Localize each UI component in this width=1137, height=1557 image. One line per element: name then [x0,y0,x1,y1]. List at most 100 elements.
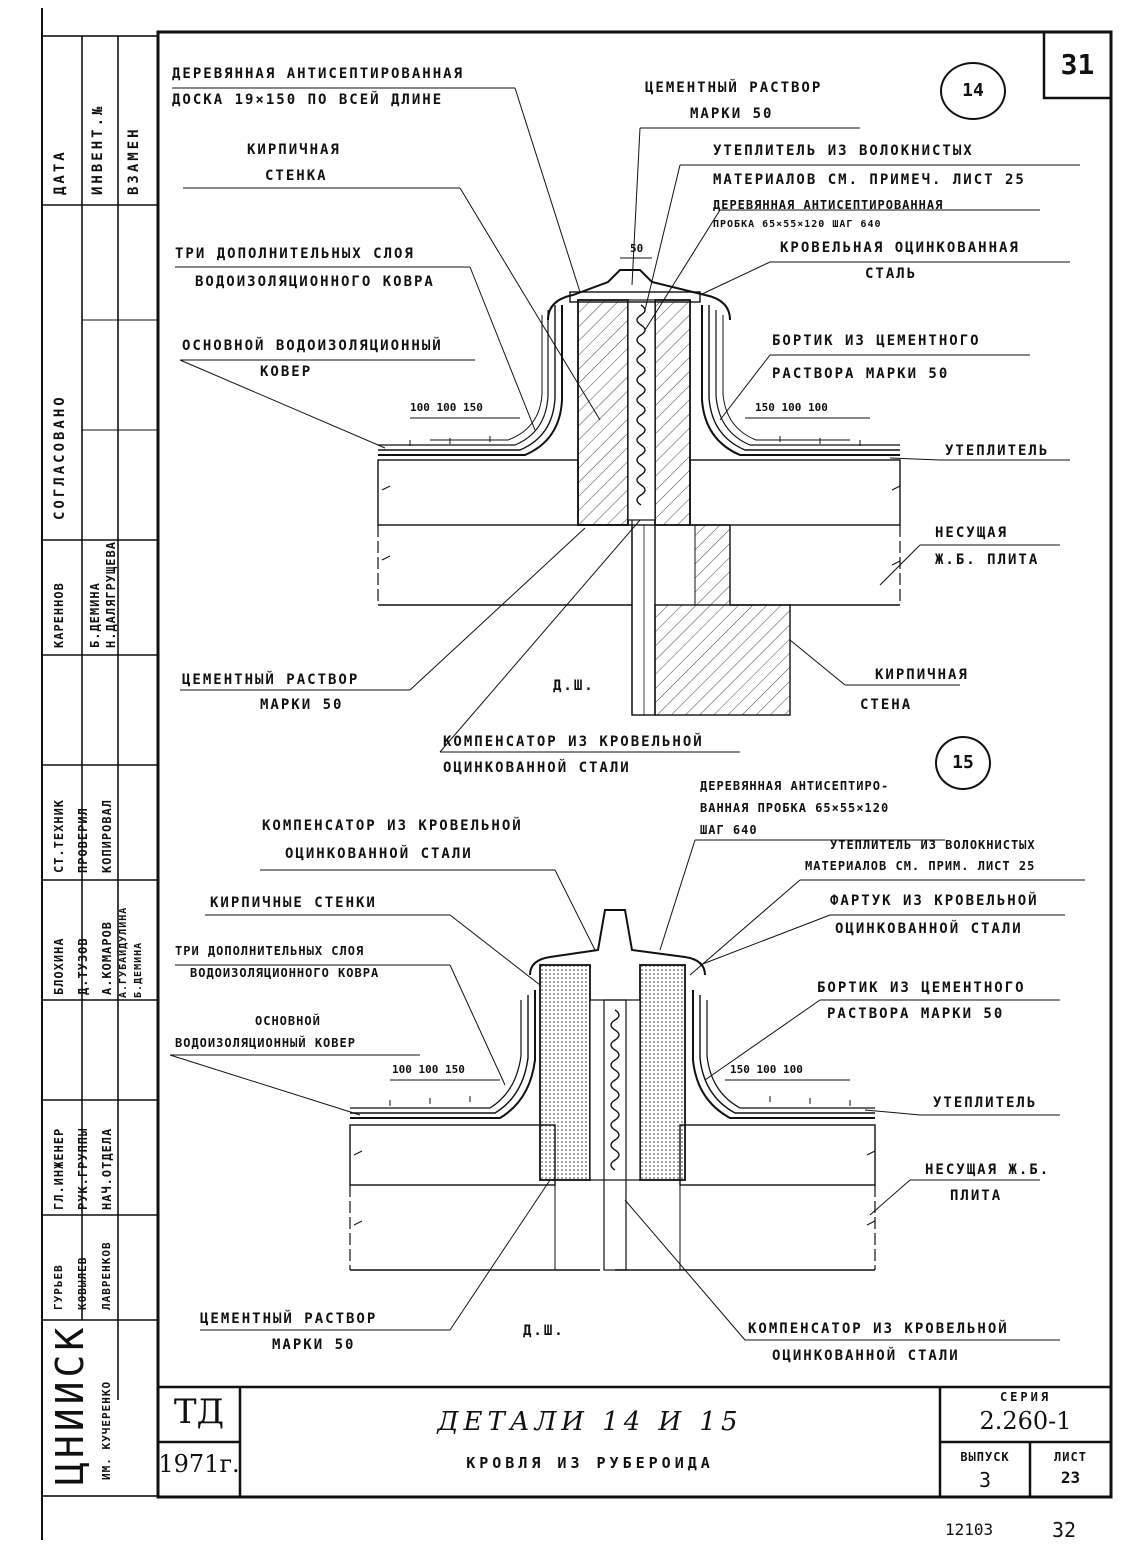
fiber-insulation-coil [636,304,646,506]
d14-brickwall-l2: СТЕНКА [265,168,328,184]
d14-mortar-bot-l2: МАРКИ 50 [260,697,344,713]
d15-layers-l2: ВОДОИЗОЛЯЦИОННОГО КОВРА [190,966,380,980]
title-block-grid [158,1385,1111,1497]
d14-brickwall-l1: КИРПИЧНАЯ [247,142,341,158]
d15-fiber-l1: УТЕПЛИТЕЛЬ ИЗ ВОЛОКНИСТЫХ [830,838,1036,852]
d15-carpet-l1: ОСНОВНОЙ [255,1014,321,1028]
d14-board-l1: ДЕРЕВЯННАЯ АНТИСЕПТИРОВАННАЯ [172,66,465,82]
d15-dims-right: 150 100 100 [730,1063,803,1076]
d15-insulation: УТЕПЛИТЕЛЬ [933,1095,1038,1111]
tb-sheet: 23 [1060,1468,1081,1487]
d14-fiber-l2: МАТЕРИАЛОВ СМ. ПРИМЕЧ. ЛИСТ 25 [713,172,1026,188]
d15-plug-l2: ВАННАЯ ПРОБКА 65×55×120 [700,801,890,815]
stamp-names2-2: Д.ТУЗОВ [76,937,90,995]
stamp-role-2: РУК.ГРУППЫ [76,1127,90,1210]
tb-series-label: СЕРИЯ [999,1390,1052,1404]
tb-sheet-label: ЛИСТ [1054,1450,1087,1464]
stamp-checked-2: ПРОВЕРИЛ [76,807,90,873]
tb-issue-label: ВЫПУСК [960,1450,1010,1464]
d14-wall-l2: СТЕНА [860,697,913,713]
d15-comp-bot-l2: ОЦИНКОВАННОЙ СТАЛИ [772,1348,960,1364]
d15-carpet-l2: ВОДОИЗОЛЯЦИОННЫЙ КОВЕР [175,1036,356,1050]
d14-comp-l2: ОЦИНКОВАННОЙ СТАЛИ [443,760,631,776]
d15-dims-left: 100 100 150 [392,1063,465,1076]
tb-year: 1971г. [158,1450,240,1478]
tb-title: ДЕТАЛИ 14 И 15 [437,1407,743,1437]
detail-14-section [377,269,901,716]
d14-comp-l1: КОМПЕНСАТОР ИЗ КРОВЕЛЬНОЙ [443,734,704,750]
d14-steel-l1: КРОВЕЛЬНАЯ ОЦИНКОВАННАЯ [780,240,1020,256]
d15-slab-l1: НЕСУЩАЯ Ж.Б. [925,1162,1051,1178]
tb-td: ТД [173,1392,225,1432]
d14-dim-top: 50 [630,242,644,255]
d15-brick-walls: КИРПИЧНЫЕ СТЕНКИ [210,895,377,911]
stamp-names2-3: А.КОМАРОВ [100,920,114,995]
side-stamp-grid [41,35,159,1497]
tb-issue: 3 [978,1468,992,1492]
d15-mortar-l2: МАРКИ 50 [272,1337,356,1353]
detail-15-marker: 15 [935,736,991,790]
d14-board-l2: ДОСКА 19×150 ПО ВСЕЙ ДЛИНЕ [172,92,444,108]
stamp-role-3: НАЧ.ОТДЕЛА [100,1127,114,1210]
d15-plug-l3: ШАГ 640 [700,823,758,837]
detail-14-leaders [172,87,1080,753]
d15-curb-l1: БОРТИК ИЗ ЦЕМЕНТНОГО [817,980,1026,996]
d15-slab-l2: ПЛИТА [950,1188,1003,1204]
d14-mortar-top-l2: МАРКИ 50 [690,106,774,122]
d15-apron-l1: ФАРТУК ИЗ КРОВЕЛЬНОЙ [830,893,1039,909]
d15-comp-top-l2: ОЦИНКОВАННОЙ СТАЛИ [285,846,473,862]
d15-comp-top-l1: КОМПЕНСАТОР ИЗ КРОВЕЛЬНОЙ [262,818,523,834]
stamp-instead: ВЗАМЕН [126,126,142,195]
d15-mortar-l1: ЦЕМЕНТНЫЙ РАСТВОР [200,1311,378,1327]
d15-joint: Д.Ш. [523,1323,565,1339]
d14-joint: Д.Ш. [553,678,595,694]
d14-insulation: УТЕПЛИТЕЛЬ [945,443,1050,459]
d14-slab-l1: НЕСУЩАЯ [935,525,1009,541]
d14-wall-l1: КИРПИЧНАЯ [875,667,969,683]
stamp-made-2: Б.ДЕМИНА [88,582,102,648]
stamp-name-2: КОВЫЛЕВ [76,1256,89,1310]
sheet-number: 31 [1060,48,1095,81]
d14-mortar-top-l1: ЦЕМЕНТНЫЙ РАСТВОР [645,80,823,96]
stamp-made-1: КАРЕННОВ [52,582,66,648]
d14-dims-left: 100 100 150 [410,401,483,414]
d14-fiber-l1: УТЕПЛИТЕЛЬ ИЗ ВОЛОКНИСТЫХ [713,143,974,159]
d14-curb-l1: БОРТИК ИЗ ЦЕМЕНТНОГО [772,333,981,349]
d14-dims-right: 150 100 100 [755,401,828,414]
stamp-checked-3: КОПИРОВАЛ [100,798,114,873]
stamp-names2-1: БЛОХИНА [52,937,66,995]
stamp-made-3: Н.ДАЛЯГРУЩЕВА [104,541,118,648]
stamp-invent: ИНВЕНТ.№ [90,103,106,195]
tb-subtitle: КРОВЛЯ ИЗ РУБЕРОИДА [466,1454,714,1472]
d14-steel-l2: СТАЛЬ [865,266,918,282]
detail-14-marker: 14 [940,62,1006,120]
stamp-name-3: ЛАВРЕНКОВ [100,1241,113,1310]
d14-mortar-bot-l1: ЦЕМЕНТНЫЙ РАСТВОР [182,672,360,688]
d15-layers-l1: ТРИ ДОПОЛНИТЕЛЬНЫХ СЛОЯ [175,944,365,958]
d14-curb-l2: РАСТВОРА МАРКИ 50 [772,366,950,382]
d14-plug-l1: ДЕРЕВЯННАЯ АНТИСЕПТИРОВАННАЯ [713,198,944,212]
d15-comp-bot-l1: КОМПЕНСАТОР ИЗ КРОВЕЛЬНОЙ [748,1321,1009,1337]
stamp-institute: ЦНИИСК [48,1323,92,1485]
d14-layers-l2: ВОДОИЗОЛЯЦИОННОГО КОВРА [195,274,435,290]
stamp-checked-1: СТ.ТЕХНИК [52,798,66,873]
stamp-institute-sub: ИМ. КУЧЕРЕНКО [100,1380,113,1480]
d14-slab-l2: Ж.Б. ПЛИТА [935,552,1040,568]
d15-plug-l1: ДЕРЕВЯННАЯ АНТИСЕПТИРО- [700,779,890,793]
d14-layers-l1: ТРИ ДОПОЛНИТЕЛЬНЫХ СЛОЯ [175,246,415,262]
d15-curb-l2: РАСТВОРА МАРКИ 50 [827,1006,1005,1022]
page-mark-right: 32 [1052,1518,1077,1542]
d14-carpet-l1: ОСНОВНОЙ ВОДОИЗОЛЯЦИОННЫЙ [182,338,443,354]
d14-carpet-l2: КОВЕР [260,364,313,380]
stamp-name-1: ГУРЬЕВ [52,1264,65,1310]
fiber-insulation-coil-15 [610,1009,620,1171]
page-mark-left: 12103 [945,1520,994,1539]
stamp-date: ДАТА [52,149,68,195]
steel-cap [547,269,731,321]
tb-series: 2.260-1 [979,1407,1072,1435]
stamp-role-1: ГЛ.ИНЖЕНЕР [52,1127,66,1210]
d15-apron-l2: ОЦИНКОВАННОЙ СТАЛИ [835,921,1023,937]
d14-plug-l2: ПРОБКА 65×55×120 ШАГ 640 [713,219,882,230]
